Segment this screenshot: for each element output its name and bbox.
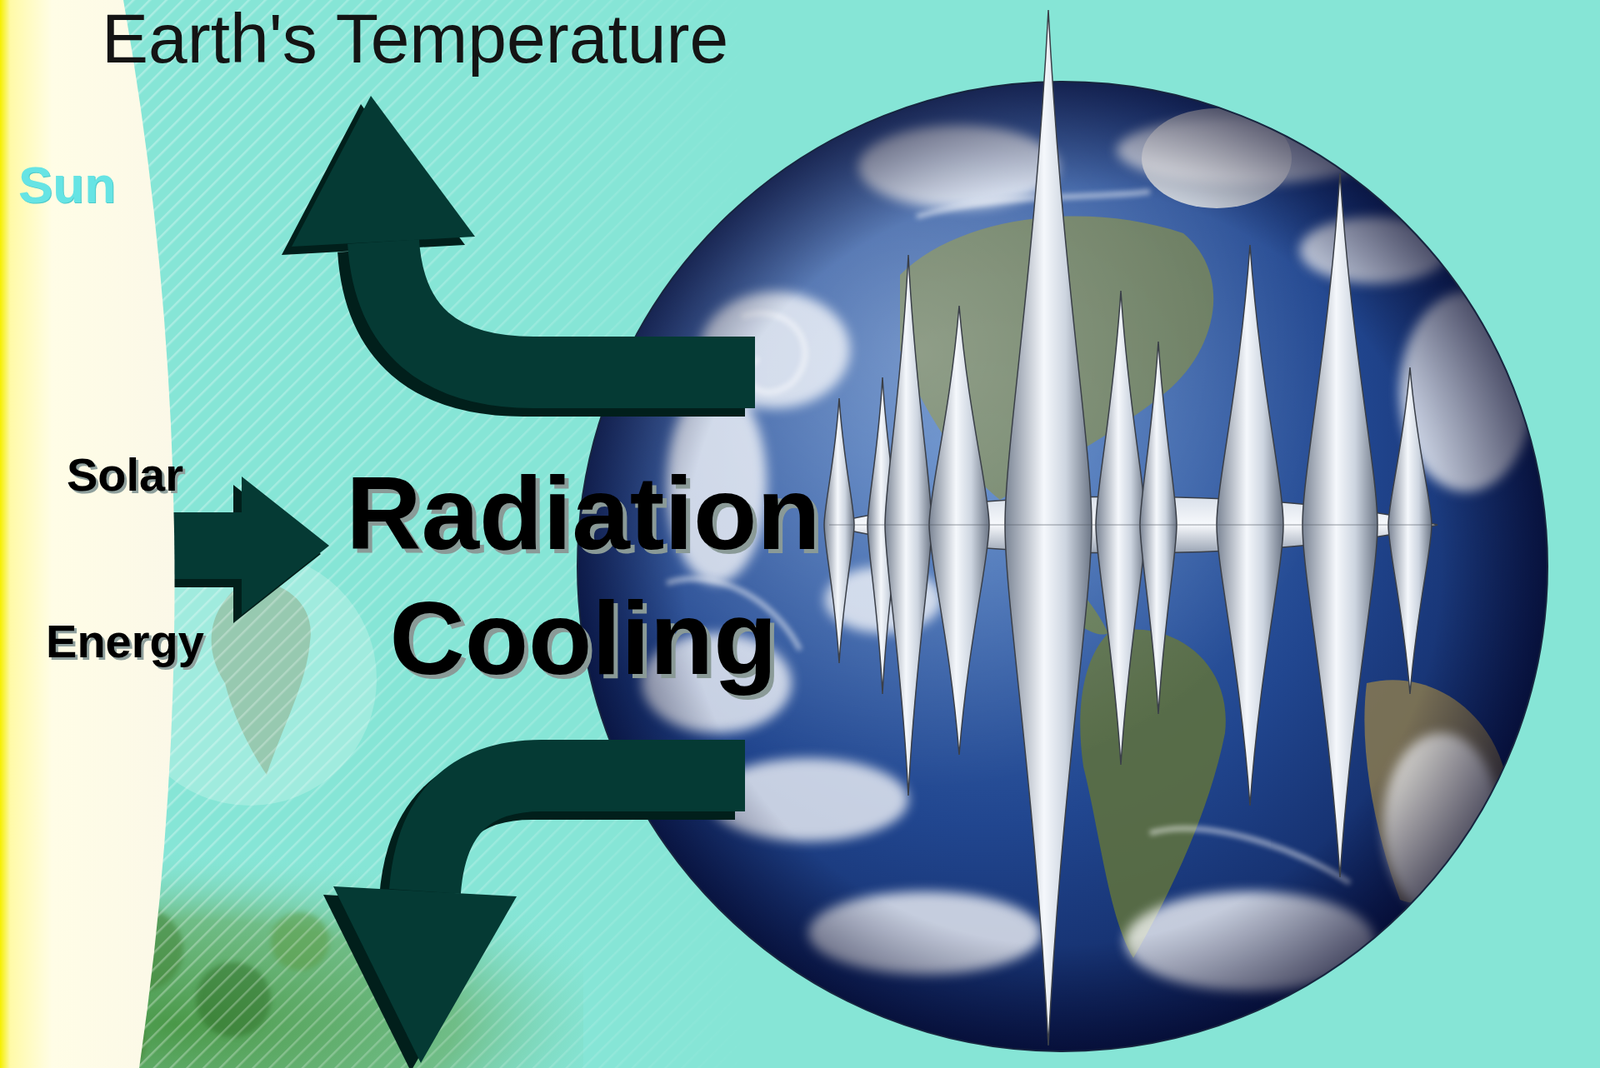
arrow-label-box: Solar Energy [8, 391, 242, 725]
headline-label: Radiation Cooling [316, 450, 850, 701]
sun-label: Sun [18, 155, 116, 215]
outgoing-arrow-up [281, 95, 755, 381]
sun-band: Sun [0, 0, 192, 1068]
diagram-title: Earth's Temperature [101, 0, 729, 77]
headline-label-box: Radiation Cooling [316, 450, 850, 701]
icicle-waveform [824, 10, 1438, 1046]
outgoing-arrow-down [323, 775, 745, 1068]
arrow-label: Solar Energy [8, 391, 242, 725]
title-box: Earth's Temperature [101, 0, 729, 77]
sun-outline [0, 0, 175, 1068]
